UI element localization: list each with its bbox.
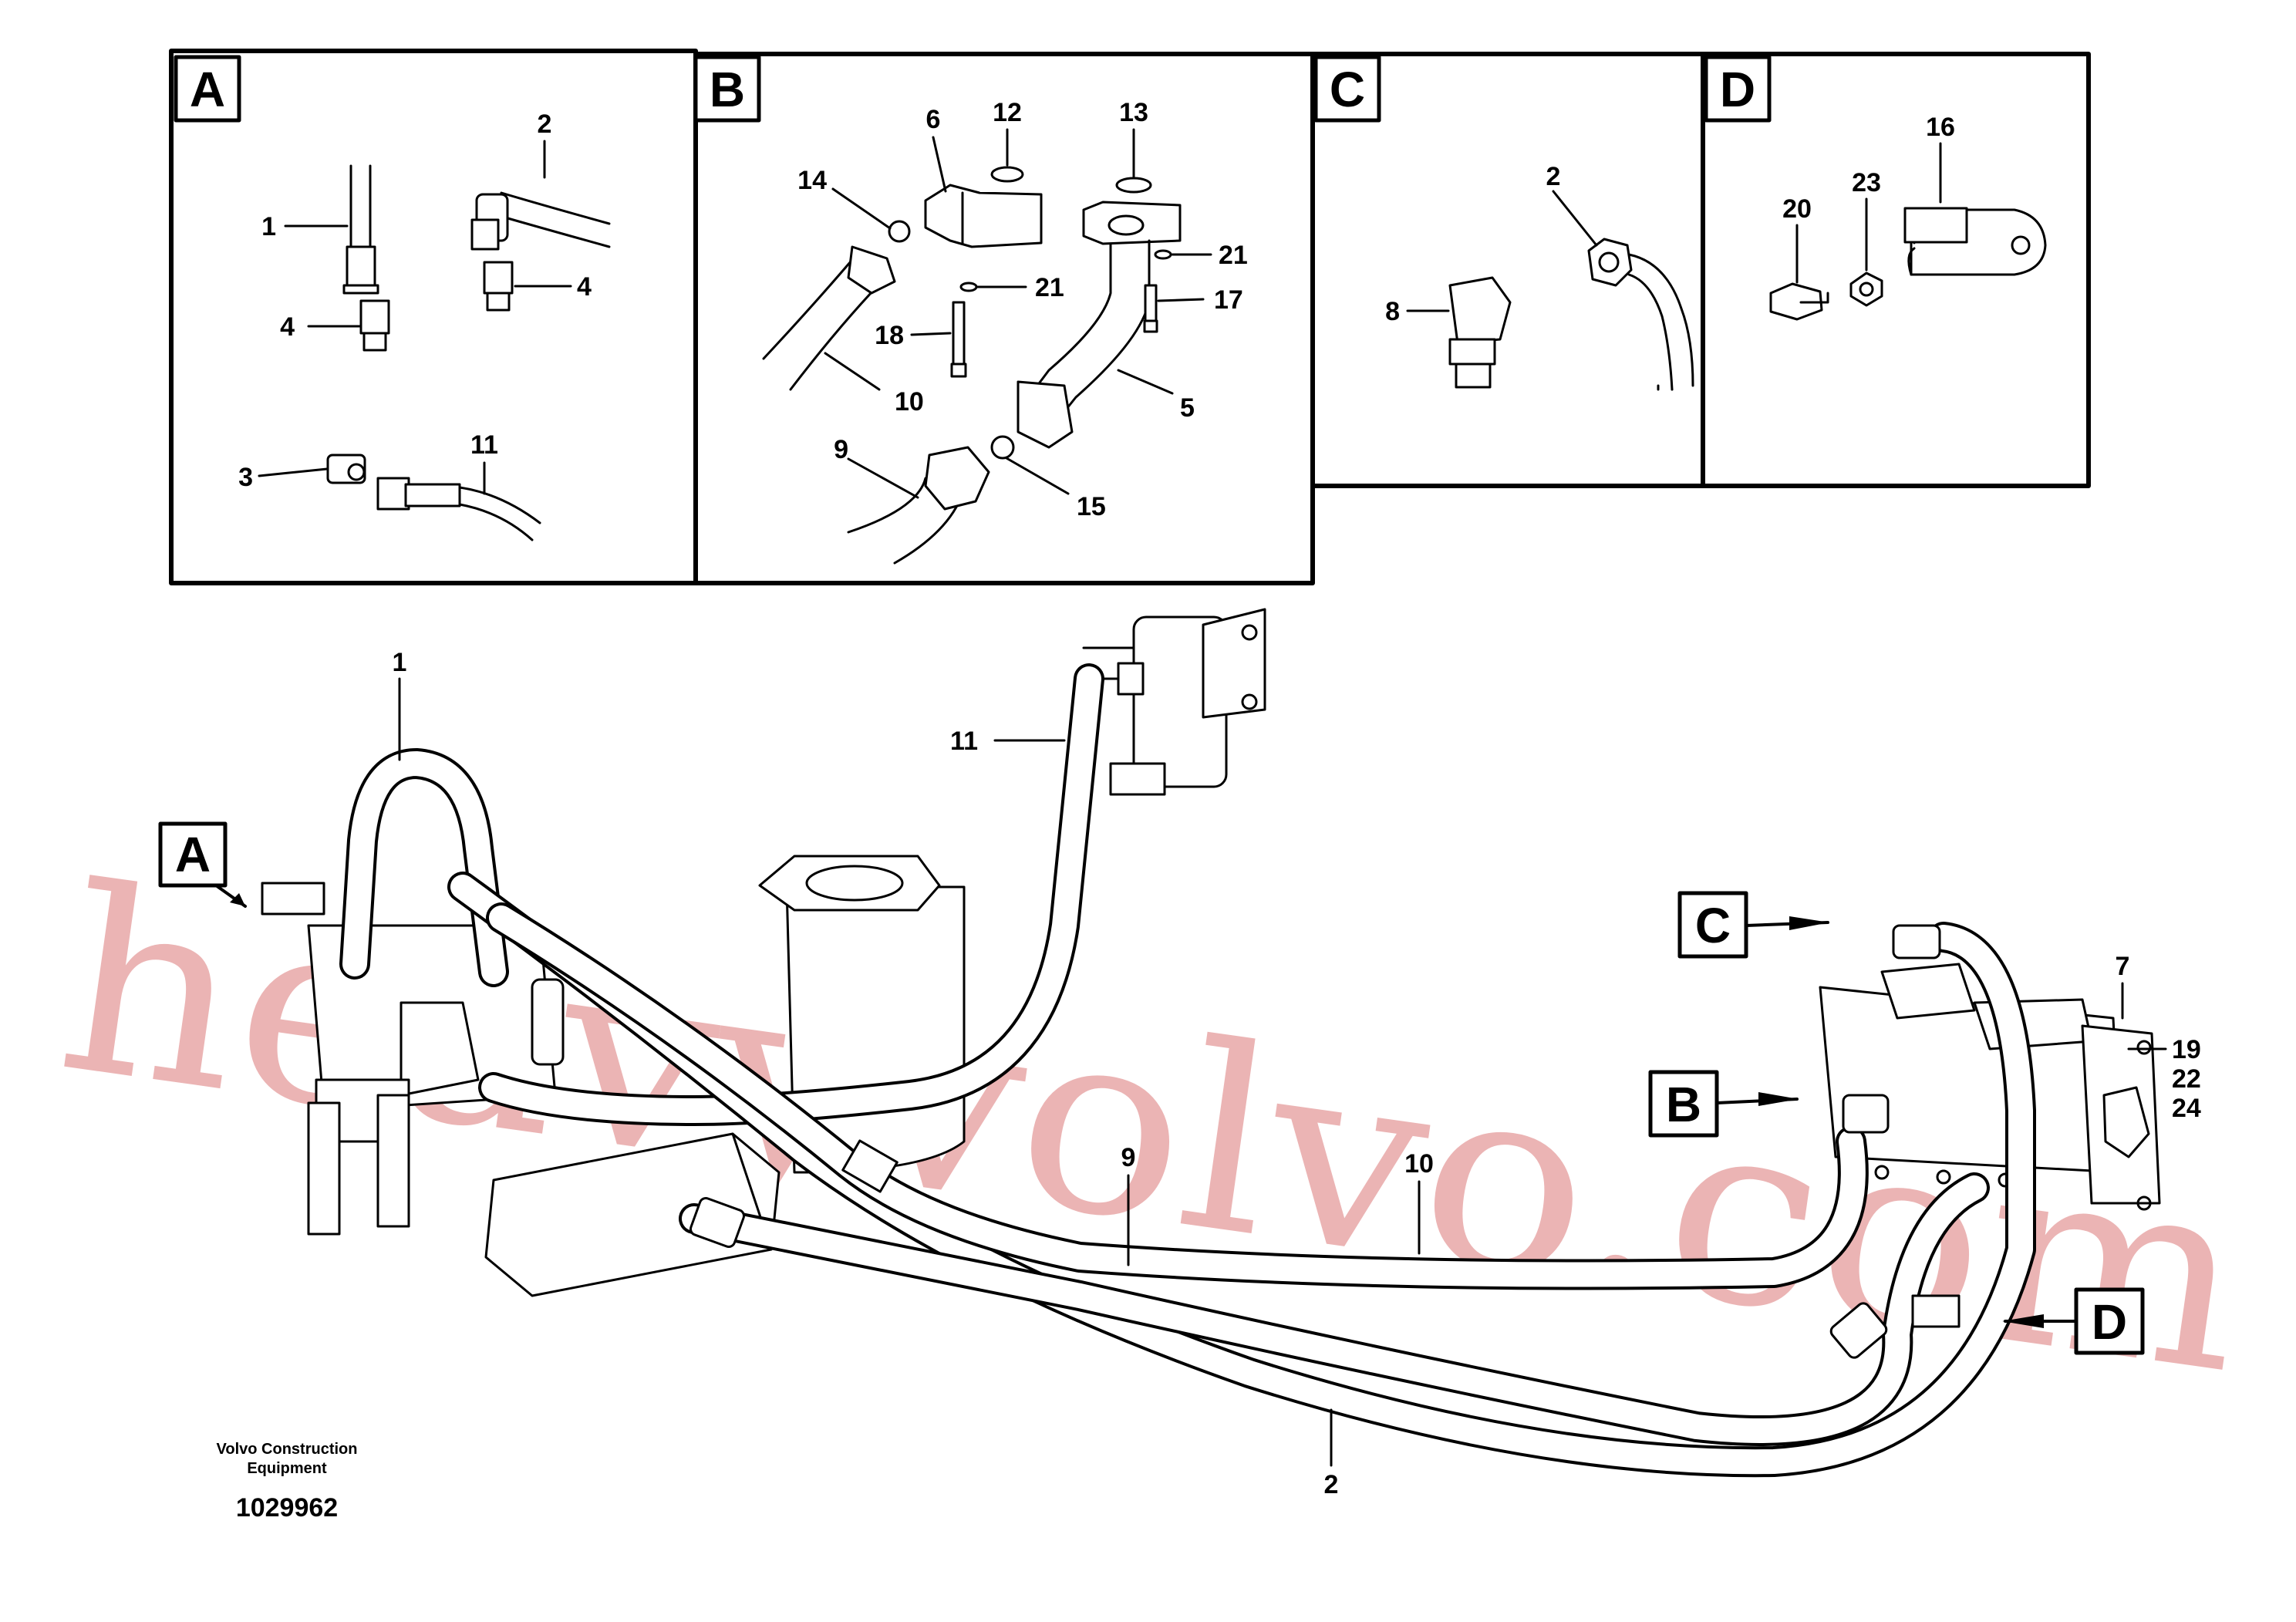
panel-d-drawing (1769, 207, 2047, 321)
panel-a-letter: A (190, 62, 225, 117)
callout-a-1: 1 (261, 212, 276, 241)
tag-d-letter: D (2092, 1294, 2127, 1350)
main-assembly-drawing (261, 608, 2161, 1478)
callout-b-21-left: 21 (1035, 273, 1064, 302)
tag-d-marker: D (2002, 1287, 2145, 1355)
callout-main-2: 2 (1324, 1470, 1339, 1499)
callout-a-4-right: 4 (577, 272, 592, 302)
callout-b-9: 9 (834, 435, 848, 464)
callout-a-4-left: 4 (280, 312, 295, 342)
panel-b-drawing (762, 166, 1182, 565)
callout-a-2: 2 (538, 110, 552, 139)
panel-d-leaders (1795, 142, 1942, 284)
callout-main-22: 22 (2172, 1064, 2201, 1094)
callout-b-15: 15 (1077, 492, 1106, 521)
panel-c-letter-box: C (1313, 55, 1381, 123)
footer-brand-line2: Equipment (247, 1460, 327, 1477)
callout-main-1: 1 (393, 648, 407, 677)
callout-b-13: 13 (1119, 98, 1148, 127)
callout-b-17: 17 (1214, 285, 1243, 315)
panel-b-frame (693, 52, 1315, 585)
tag-a-marker: A (158, 821, 247, 908)
tag-c-marker: C (1677, 891, 1829, 959)
callout-b-18: 18 (875, 321, 904, 350)
callout-d-16: 16 (1926, 113, 1955, 142)
callout-main-9: 9 (1121, 1143, 1136, 1172)
callout-main-11: 11 (950, 727, 978, 756)
footer-ref-number: 1029962 (236, 1493, 338, 1523)
callout-b-14: 14 (797, 166, 827, 195)
panel-c-leaders (1406, 190, 1598, 312)
panel-d-letter-box: D (1704, 55, 1772, 123)
footer-brand-line1: Volvo Construction (217, 1441, 358, 1458)
callout-b-5: 5 (1180, 393, 1195, 423)
callout-b-10: 10 (895, 387, 924, 416)
panel-a-leaders (258, 140, 572, 495)
callout-c-2: 2 (1546, 162, 1561, 191)
tag-b-letter: B (1666, 1077, 1701, 1132)
tag-c-letter: C (1695, 898, 1731, 953)
panel-a-letter-box: A (174, 55, 241, 123)
panel-c-drawing (1448, 238, 1694, 391)
tag-a-letter: A (175, 827, 211, 882)
panel-b-letter-box: B (693, 55, 761, 123)
panel-b-leaders (824, 128, 1212, 499)
panel-c-letter: C (1330, 62, 1365, 117)
panel-d-frame (1701, 52, 2091, 488)
tag-b-marker: B (1648, 1070, 1799, 1138)
callout-main-19: 19 (2172, 1035, 2201, 1064)
main-leaders (398, 677, 2167, 1467)
callout-b-21-right: 21 (1219, 241, 1248, 270)
callout-b-12: 12 (993, 98, 1022, 127)
callout-a-11: 11 (470, 430, 498, 460)
callout-d-20: 20 (1782, 194, 1812, 224)
callout-c-8: 8 (1385, 297, 1400, 326)
callout-d-23: 23 (1852, 168, 1881, 197)
panel-a-drawing (326, 164, 611, 541)
callout-b-6: 6 (926, 105, 941, 134)
callout-main-7: 7 (2116, 952, 2130, 981)
panel-b-letter: B (710, 62, 745, 117)
panel-d-letter: D (1720, 62, 1755, 117)
callout-main-10: 10 (1404, 1149, 1434, 1179)
callout-a-3: 3 (238, 463, 253, 492)
callout-main-24: 24 (2172, 1094, 2201, 1123)
